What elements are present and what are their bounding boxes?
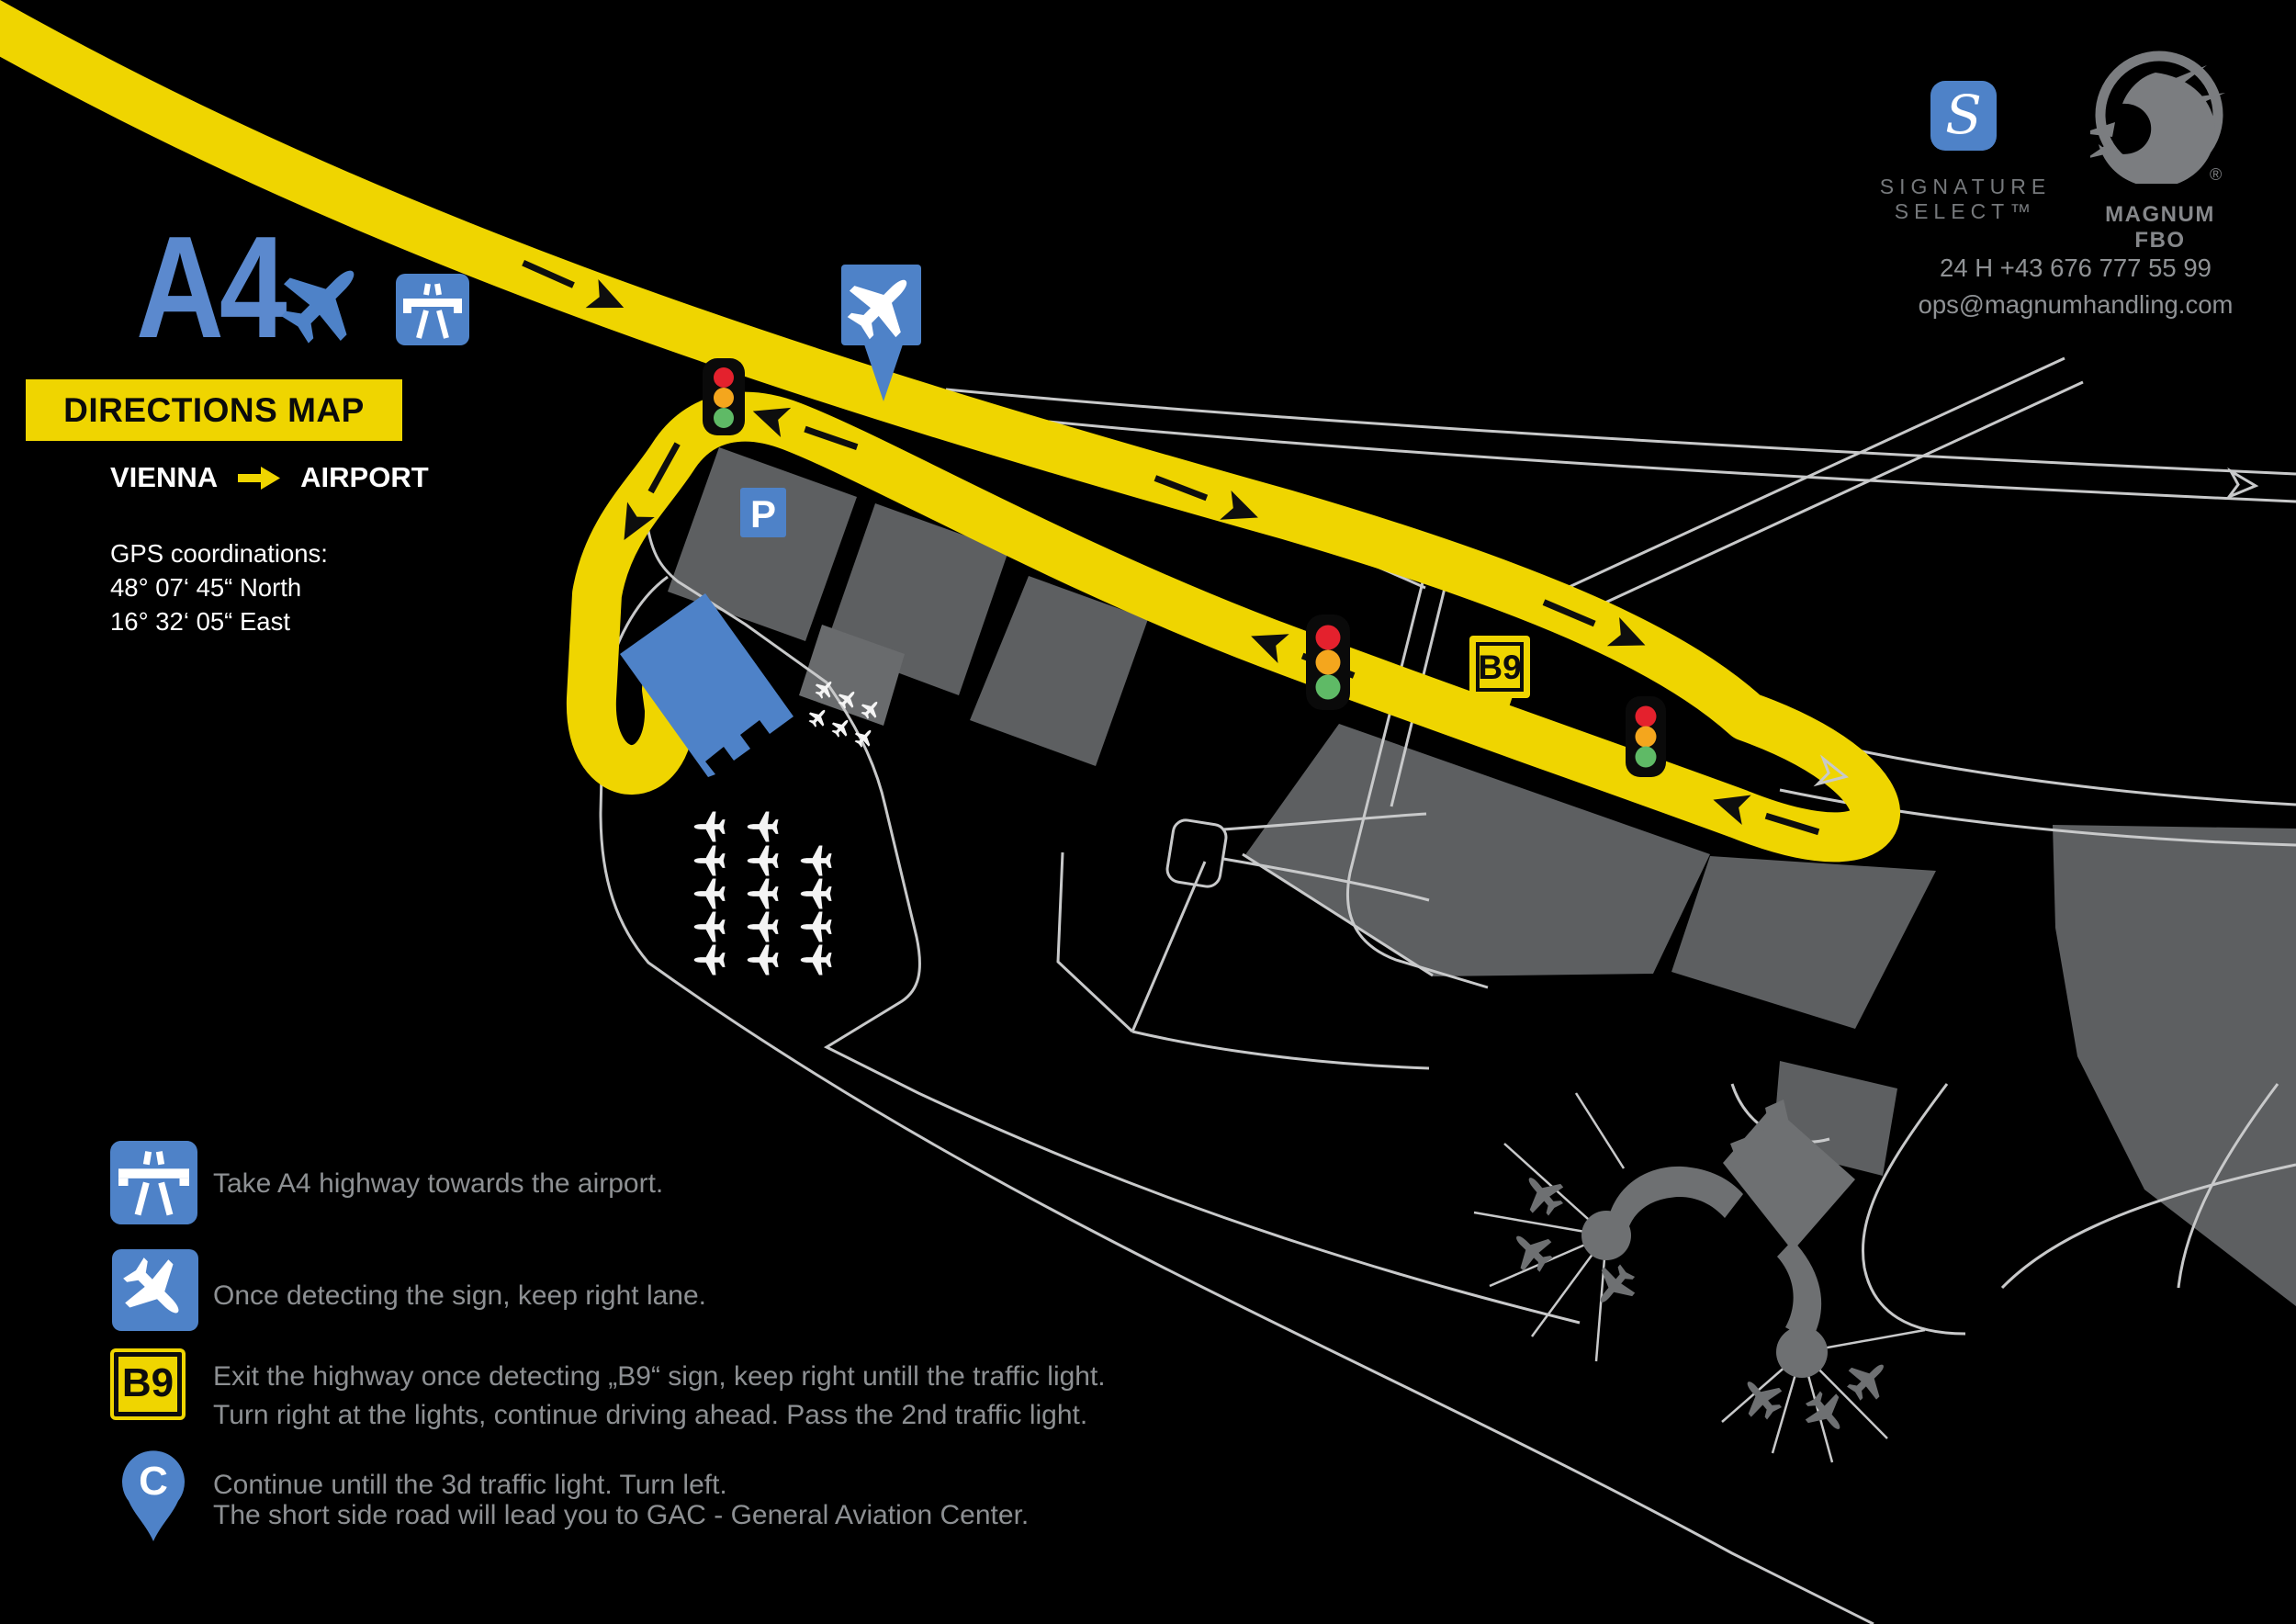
b9-sign-pin: B9 bbox=[1469, 636, 1530, 735]
traffic-light-2 bbox=[1306, 615, 1350, 710]
airplane-icon bbox=[276, 254, 371, 349]
signature-select-wordmark: SIGNATURE SELECT™ bbox=[1879, 175, 2052, 223]
b9-sign-label: B9 bbox=[1478, 648, 1521, 686]
b9-sign-icon: B9 bbox=[110, 1348, 186, 1420]
motorway-icon bbox=[110, 1141, 197, 1224]
instruction-4: Continue untill the 3d traffic light. Tu… bbox=[213, 1470, 1030, 1530]
phone-number: 24 H +43 676 777 55 99 bbox=[1940, 254, 2212, 282]
signature-s-glyph: S bbox=[1945, 84, 1982, 146]
gps-title: GPS coordinations: bbox=[110, 539, 328, 568]
apron-areas bbox=[668, 447, 2296, 1306]
vienna-airport-row: VIENNA AIRPORT bbox=[110, 461, 429, 493]
instruction-2: Once detecting the sign, keep right lane… bbox=[213, 1280, 707, 1311]
email-address: ops@magnumhandling.com bbox=[1918, 290, 2234, 319]
gps-latitude: 48° 07‘ 45“ North bbox=[110, 573, 302, 602]
magnum-dragon-logo bbox=[2090, 51, 2225, 184]
contact-block: 24 H +43 676 777 55 99 ops@magnumhandlin… bbox=[1874, 250, 2278, 323]
parking-sign: P bbox=[740, 488, 786, 537]
gps-longitude: 16° 32‘ 05“ East bbox=[110, 607, 290, 636]
from-label: VIENNA bbox=[110, 461, 219, 493]
magnum-fbo-wordmark: MAGNUM FBO bbox=[2105, 202, 2215, 253]
route-a4-label: A4 bbox=[136, 207, 287, 368]
road-chevron-arrows bbox=[1816, 469, 2258, 791]
registered-mark: ® bbox=[2210, 165, 2223, 184]
gac-building bbox=[620, 593, 793, 777]
airplane-sign-pin bbox=[835, 257, 929, 401]
directions-map-banner: DIRECTIONS MAP bbox=[26, 379, 402, 441]
motorway-icon bbox=[396, 274, 469, 345]
terminal-plane-icons bbox=[1503, 1165, 1897, 1442]
traffic-light-1 bbox=[703, 358, 745, 435]
b9-sign-label: B9 bbox=[114, 1352, 182, 1416]
airplane-sign-icon bbox=[112, 1249, 198, 1331]
traffic-light-3 bbox=[1626, 696, 1666, 777]
yellow-arrow-icon bbox=[238, 466, 281, 490]
instruction-3: Exit the highway once detecting „B9“ sig… bbox=[213, 1361, 1106, 1430]
gps-coordinates: GPS coordinations: 48° 07‘ 45“ North 16°… bbox=[110, 536, 328, 638]
parking-sign-label: P bbox=[750, 492, 776, 536]
terminal-complex bbox=[1473, 1092, 1926, 1463]
to-label: AIRPORT bbox=[300, 461, 429, 493]
instruction-1: Take A4 highway towards the airport. bbox=[213, 1168, 664, 1199]
c-pin-icon: C bbox=[122, 1450, 185, 1541]
c-pin-label: C bbox=[139, 1459, 168, 1504]
signature-select-logo: S bbox=[1930, 81, 1997, 151]
